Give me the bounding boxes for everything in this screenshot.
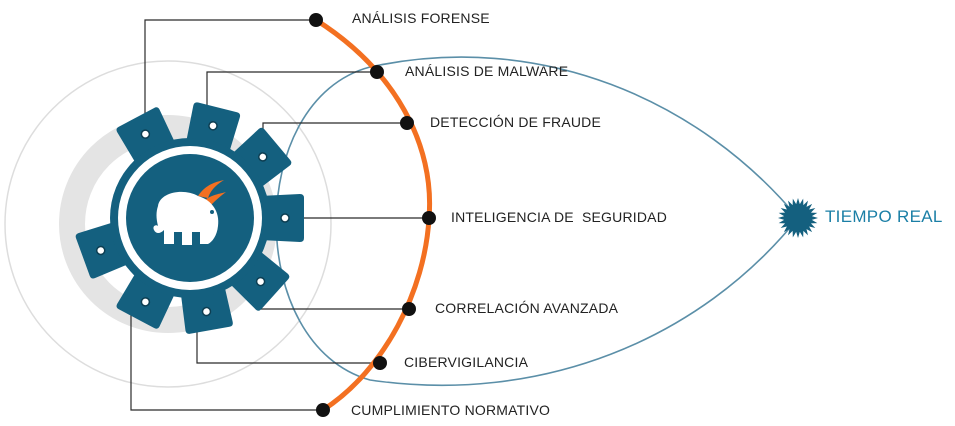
connector-line [144,19,316,120]
starburst-icon [778,198,818,238]
gear-tooth [260,194,304,242]
gear-tooth-hole [140,129,151,139]
connector-line [130,297,323,411]
starburst-shape [778,198,818,238]
gear-tooth-hole [255,276,266,287]
capability-label-malware: ANÁLISIS DE MALWARE [405,63,569,79]
arc-node [316,403,330,417]
gear-tooth-hole [258,152,268,162]
gear-tooth-hole [201,306,212,317]
arc-node [373,356,387,370]
gear-hub [75,102,304,334]
gear-tooth-hole [208,121,218,131]
connector-line [262,122,407,155]
arc-node [370,65,384,79]
gear-tooth-hole [140,297,151,307]
gear-tooth-hole [95,245,106,256]
gear-tooth-hole [280,213,290,223]
capability-label-correlacion: CORRELACIÓN AVANZADA [435,300,619,316]
arc-nodes [309,13,436,417]
arc-node [402,302,416,316]
outer-ring [4,60,332,388]
capability-label-inteligencia: INTELIGENCIA DE SEGURIDAD [451,209,668,225]
arc-node [400,116,414,130]
capability-label-cumplimiento: CUMPLIMIENTO NORMATIVO [351,402,551,418]
capability-label-forense: ANÁLISIS FORENSE [352,10,490,26]
elephant-with-wings-icon [153,180,226,245]
arc-node [309,13,323,27]
arc-node [422,211,436,225]
realtime-label: TIEMPO REAL [825,207,943,226]
connector-line [206,71,377,118]
capability-label-cibervigilancia: CIBERVIGILANCIA [404,354,529,370]
capability-label-fraude: DETECCIÓN DE FRAUDE [430,114,602,130]
